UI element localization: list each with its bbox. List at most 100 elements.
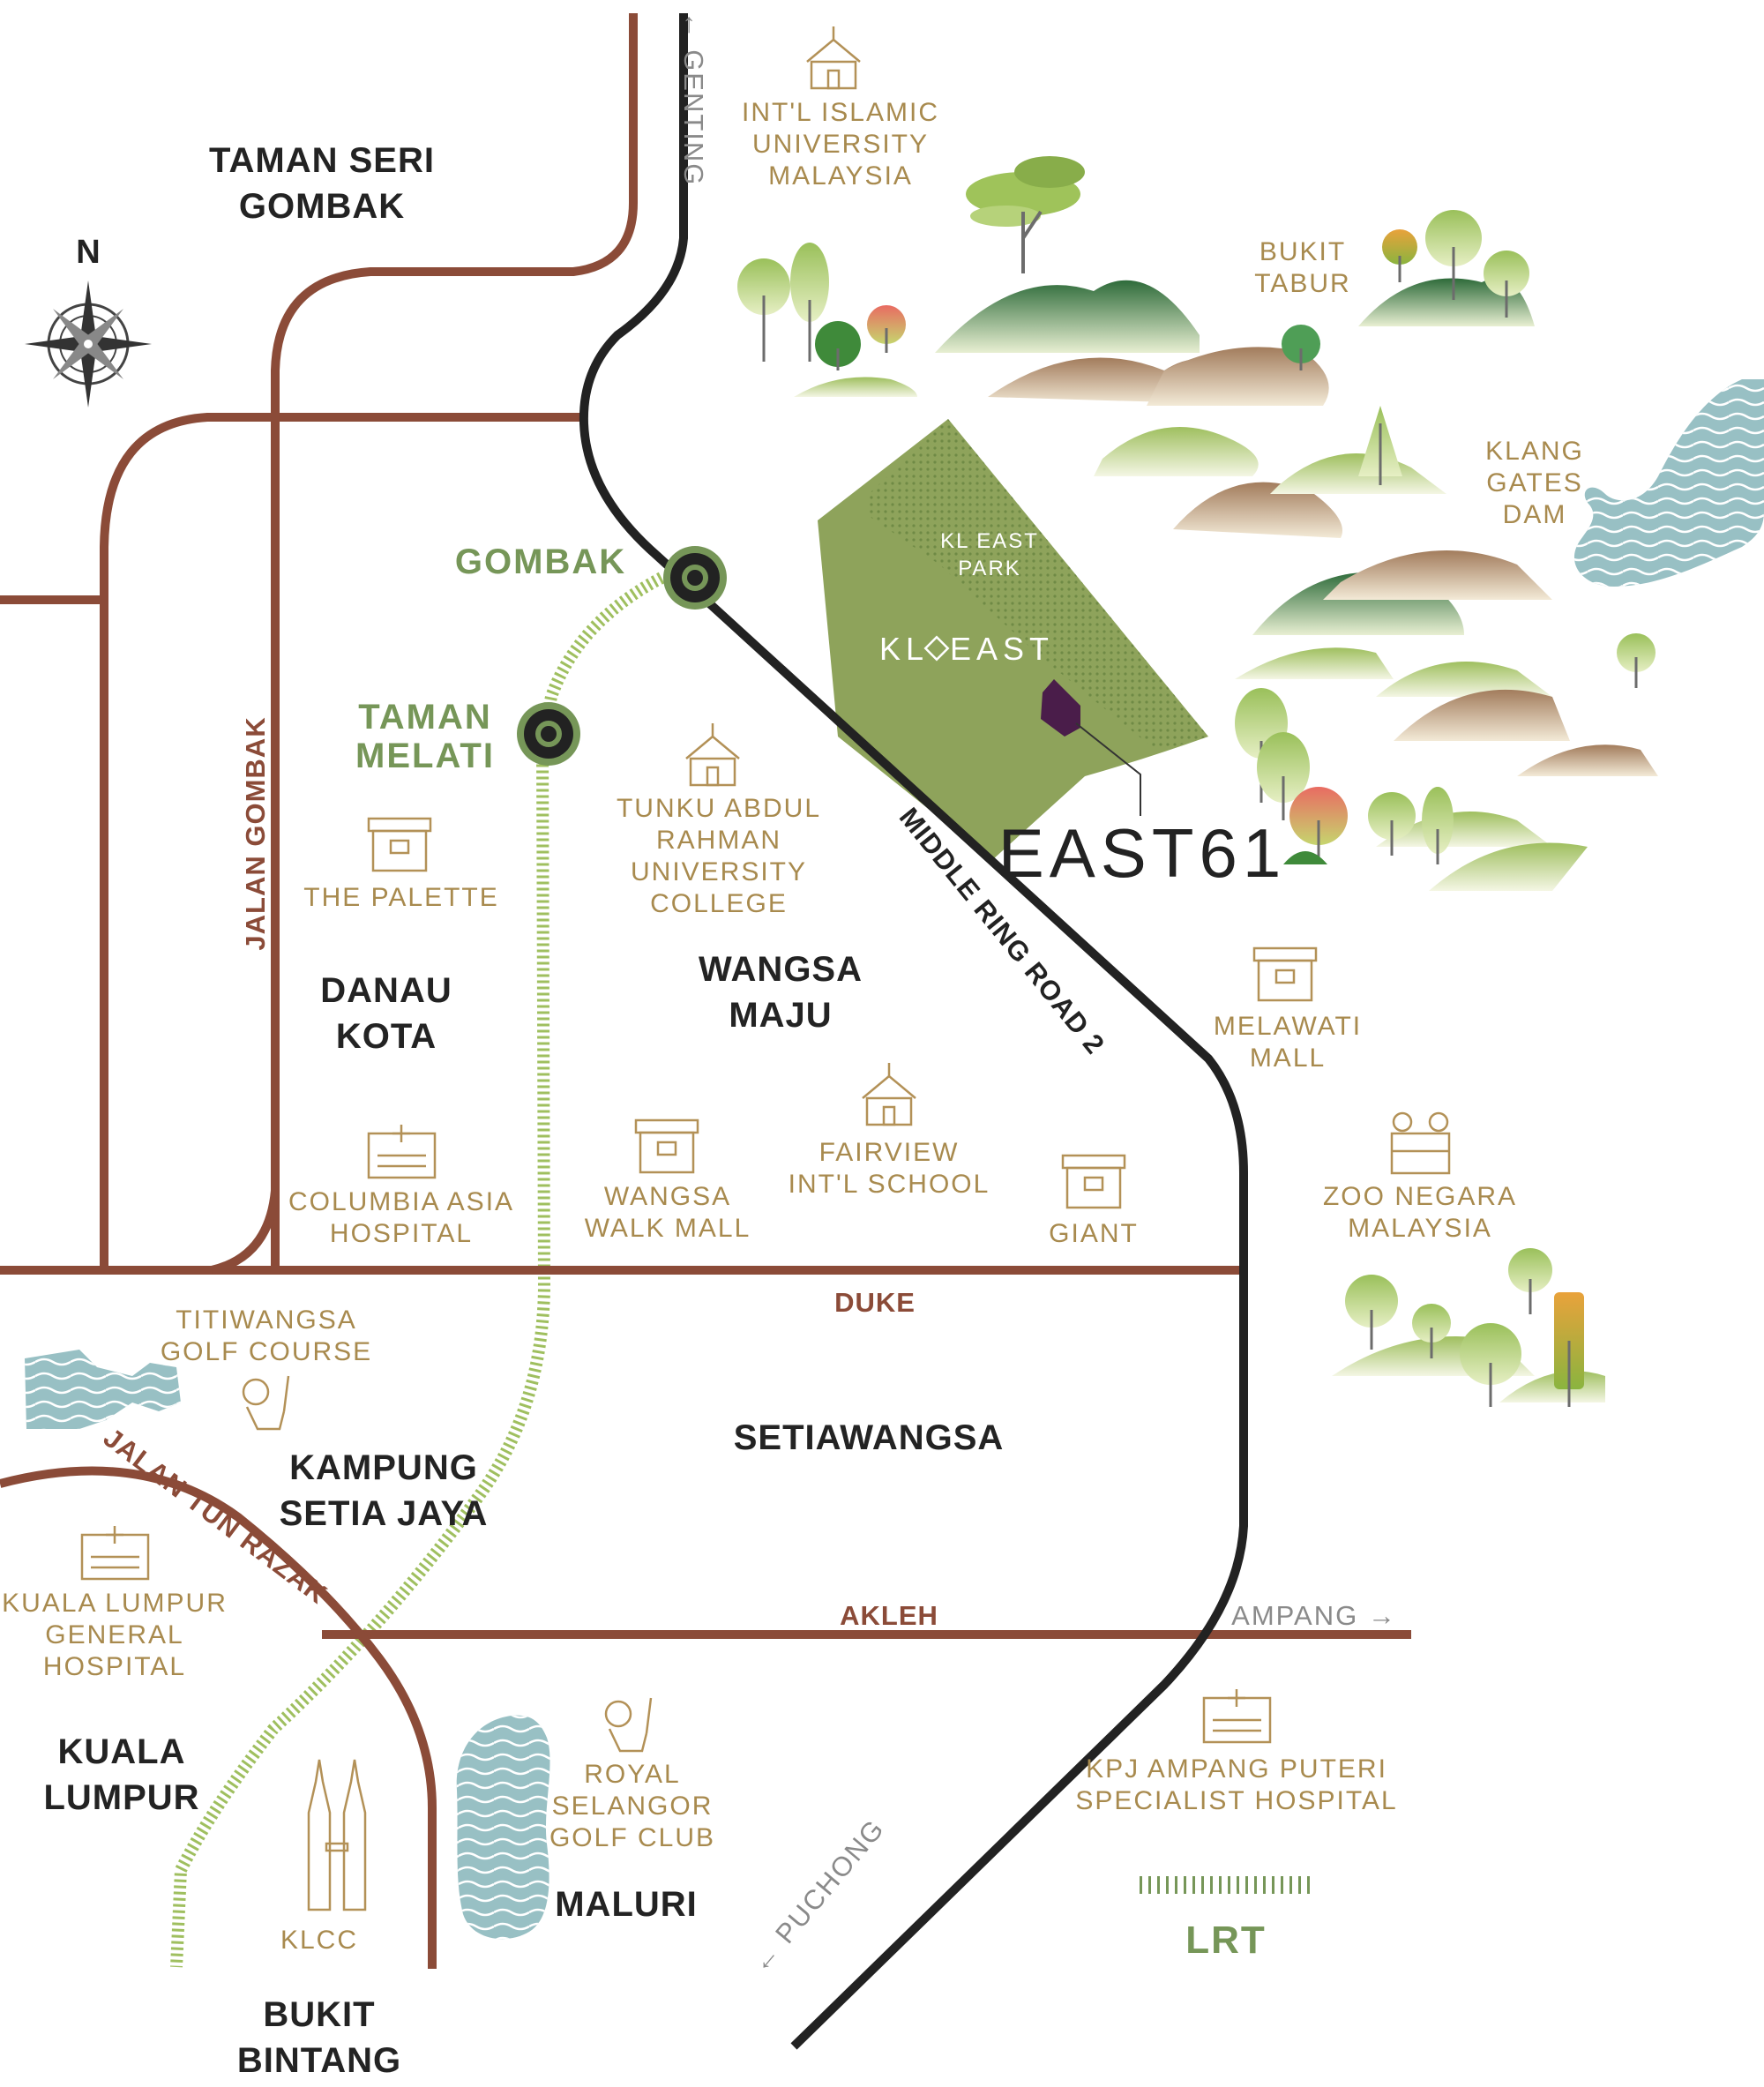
district-bukit-bintang: BUKIT	[263, 1995, 375, 2034]
shop-icon	[1252, 946, 1318, 1002]
landmark-royal-selangor-golf: SELANGOR	[552, 1792, 714, 1821]
landmark-zoo-negara: ZOO NEGARA	[1323, 1182, 1517, 1211]
landmark-titiwangsa-golf: GOLF COURSE	[161, 1337, 372, 1366]
road-duke-curve	[210, 1190, 280, 1275]
road-jalan-tun-razak	[0, 1466, 437, 1969]
landmark-tunku-abdul-rahman: UNIVERSITY	[631, 857, 807, 886]
landmark-kpj-ampang: SPECIALIST HOSPITAL	[1075, 1786, 1397, 1815]
district-setiawangsa: SETIAWANGSA	[734, 1418, 1005, 1457]
golf-icon	[604, 1697, 653, 1753]
compass-north-label: N	[76, 234, 100, 271]
station-label-taman-melati: TAMAN	[358, 698, 491, 737]
east61-block	[1041, 679, 1080, 737]
school-icon	[862, 1063, 916, 1126]
hills-and-forest	[737, 156, 1658, 1407]
kl-east-park-label: KL EAST	[940, 529, 1039, 553]
district-kuala-lumpur: KUALA	[58, 1732, 186, 1771]
landmark-wangsa-walk: WALK MALL	[585, 1214, 751, 1243]
landmark-icons	[80, 26, 1451, 1911]
school-icon	[806, 26, 861, 90]
golf-icon	[242, 1375, 290, 1431]
landmark-bukit-tabur: BUKIT	[1259, 237, 1346, 266]
landmark-klang-gates-dam: KLANG	[1485, 437, 1584, 466]
landmark-bukit-tabur: TABUR	[1254, 269, 1350, 298]
landmark-giant: GIANT	[1049, 1219, 1139, 1248]
landmark-melawati-mall: MALL	[1250, 1044, 1326, 1073]
school-icon	[685, 723, 740, 787]
local-roads	[0, 13, 1411, 1969]
district-taman-seri-gombak: GOMBAK	[239, 187, 405, 226]
klang-gates-dam-waves	[1573, 379, 1764, 587]
station-label-gombak: GOMBAK	[455, 542, 626, 581]
district-kampung-setia-jaya: SETIA JAYA	[280, 1494, 489, 1533]
district-kampung-setia-jaya: KAMPUNG	[289, 1448, 478, 1487]
landmark-klang-gates-dam: GATES	[1486, 468, 1582, 497]
kl-east-logo-left: KL	[879, 631, 929, 667]
landmark-titiwangsa-golf: TITIWANGSA	[176, 1305, 357, 1335]
landmark-kl-general-hospital: KUALA LUMPUR	[2, 1589, 228, 1618]
district-kuala-lumpur: LUMPUR	[43, 1778, 199, 1817]
shop-icon	[634, 1118, 699, 1174]
hospital-icon	[80, 1526, 150, 1581]
road-label-jalan-gombak: JALAN GOMBAK	[240, 716, 271, 950]
east61-project-label: EAST61	[998, 814, 1286, 892]
district-wangsa-maju: MAJU	[729, 996, 832, 1035]
water-bodies	[25, 379, 1764, 1940]
landmark-tunku-abdul-rahman: COLLEGE	[650, 889, 788, 918]
district-wangsa-maju: WANGSA	[699, 950, 863, 989]
landmark-tunku-abdul-rahman: RAHMAN	[656, 826, 781, 855]
district-taman-seri-gombak: TAMAN SERI	[209, 141, 435, 180]
shop-icon	[1061, 1154, 1126, 1209]
lrt-legend-label: LRT	[1185, 1919, 1267, 1962]
direction-genting: ← GENTING	[678, 11, 709, 187]
district-maluri: MALURI	[555, 1885, 698, 1924]
highway-mrr2	[579, 13, 1248, 2050]
landmark-the-palette: THE PALETTE	[303, 883, 498, 912]
station-label-taman-melati: MELATI	[355, 737, 495, 775]
landmark-columbia-asia: COLUMBIA ASIA	[288, 1187, 514, 1216]
landmark-royal-selangor-golf: ROYAL	[584, 1760, 680, 1789]
kl-east-logo-right: EAST	[950, 631, 1054, 667]
landmark-columbia-asia: HOSPITAL	[330, 1219, 473, 1248]
kl-east-park-area	[869, 419, 1208, 750]
district-bukit-bintang: BINTANG	[237, 2041, 401, 2080]
east61-leader-line	[1075, 722, 1141, 816]
kl-east-park-label: PARK	[958, 557, 1021, 580]
landmark-royal-selangor-golf: GOLF CLUB	[549, 1823, 715, 1852]
hospital-icon	[1202, 1689, 1272, 1744]
landmark-iium: INT'L ISLAMIC	[742, 98, 939, 127]
district-danau-kota: DANAU	[320, 971, 452, 1010]
road-jalan-gombak-north	[100, 413, 582, 1270]
road-taman-seri-gombak	[271, 13, 638, 1270]
landmark-fairview: INT'L SCHOOL	[789, 1170, 990, 1199]
landmark-melawati-mall: MELAWATI	[1214, 1012, 1362, 1041]
landmark-iium: MALAYSIA	[768, 161, 913, 191]
road-label-duke: DUKE	[834, 1287, 916, 1318]
landmark-zoo-negara: MALAYSIA	[1348, 1214, 1492, 1243]
landmark-klcc: KLCC	[280, 1926, 358, 1955]
direction-ampang: AMPANG →	[1231, 1600, 1397, 1631]
lrt-station-gombak	[663, 546, 727, 610]
road-label-akleh: AKLEH	[840, 1600, 938, 1631]
kl-east-development	[818, 419, 1208, 860]
lrt-line	[170, 572, 665, 1968]
zoo-icon	[1390, 1111, 1451, 1175]
district-danau-kota: KOTA	[336, 1017, 437, 1056]
hospital-icon	[367, 1125, 437, 1179]
landmark-wangsa-walk: WANGSA	[604, 1182, 731, 1211]
direction-puchong: ← PUCHONG	[744, 1813, 891, 1979]
landmark-kl-general-hospital: GENERAL	[45, 1620, 183, 1649]
royal-selangor-lake-waves	[456, 1715, 550, 1940]
compass-rose	[25, 281, 152, 408]
klcc-towers-icon	[307, 1759, 367, 1911]
tree-icons	[737, 156, 1656, 1407]
landmark-iium: UNIVERSITY	[752, 130, 929, 159]
shop-icon	[367, 817, 432, 872]
landmark-klang-gates-dam: DAM	[1503, 500, 1567, 529]
landmark-kpj-ampang: KPJ AMPANG PUTERI	[1086, 1754, 1387, 1784]
lrt-station-taman-melati	[517, 702, 580, 766]
landmark-tunku-abdul-rahman: TUNKU ABDUL	[617, 794, 821, 823]
kl-east-logo-diamond-icon	[923, 635, 950, 662]
titiwangsa-lake-waves	[25, 1350, 181, 1429]
